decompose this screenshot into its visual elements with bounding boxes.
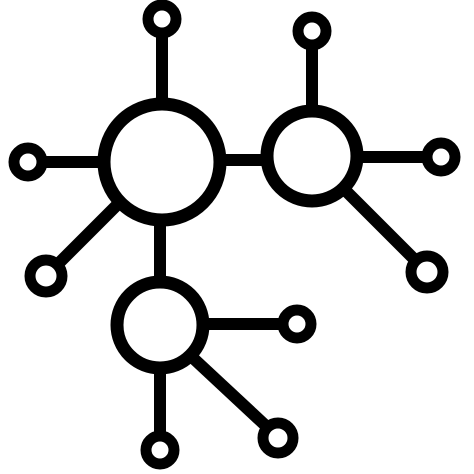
- connector-line: [340, 185, 418, 263]
- end-node: [142, 0, 182, 39]
- large-hub-node: [97, 97, 227, 227]
- end-node: [405, 250, 449, 294]
- end-node: [24, 254, 68, 298]
- right-hub-node: [260, 104, 364, 208]
- end-node: [257, 417, 299, 459]
- end-node: [292, 11, 332, 51]
- connector-line: [188, 353, 271, 431]
- hub-nodes: [97, 97, 364, 375]
- end-node: [421, 137, 461, 177]
- end-node: [140, 430, 180, 470]
- end-nodes: [8, 0, 461, 470]
- connector-line: [55, 197, 125, 267]
- connector-lines: [43, 34, 426, 432]
- end-node: [8, 142, 48, 182]
- end-node: [277, 304, 317, 344]
- lower-hub-node: [110, 275, 210, 375]
